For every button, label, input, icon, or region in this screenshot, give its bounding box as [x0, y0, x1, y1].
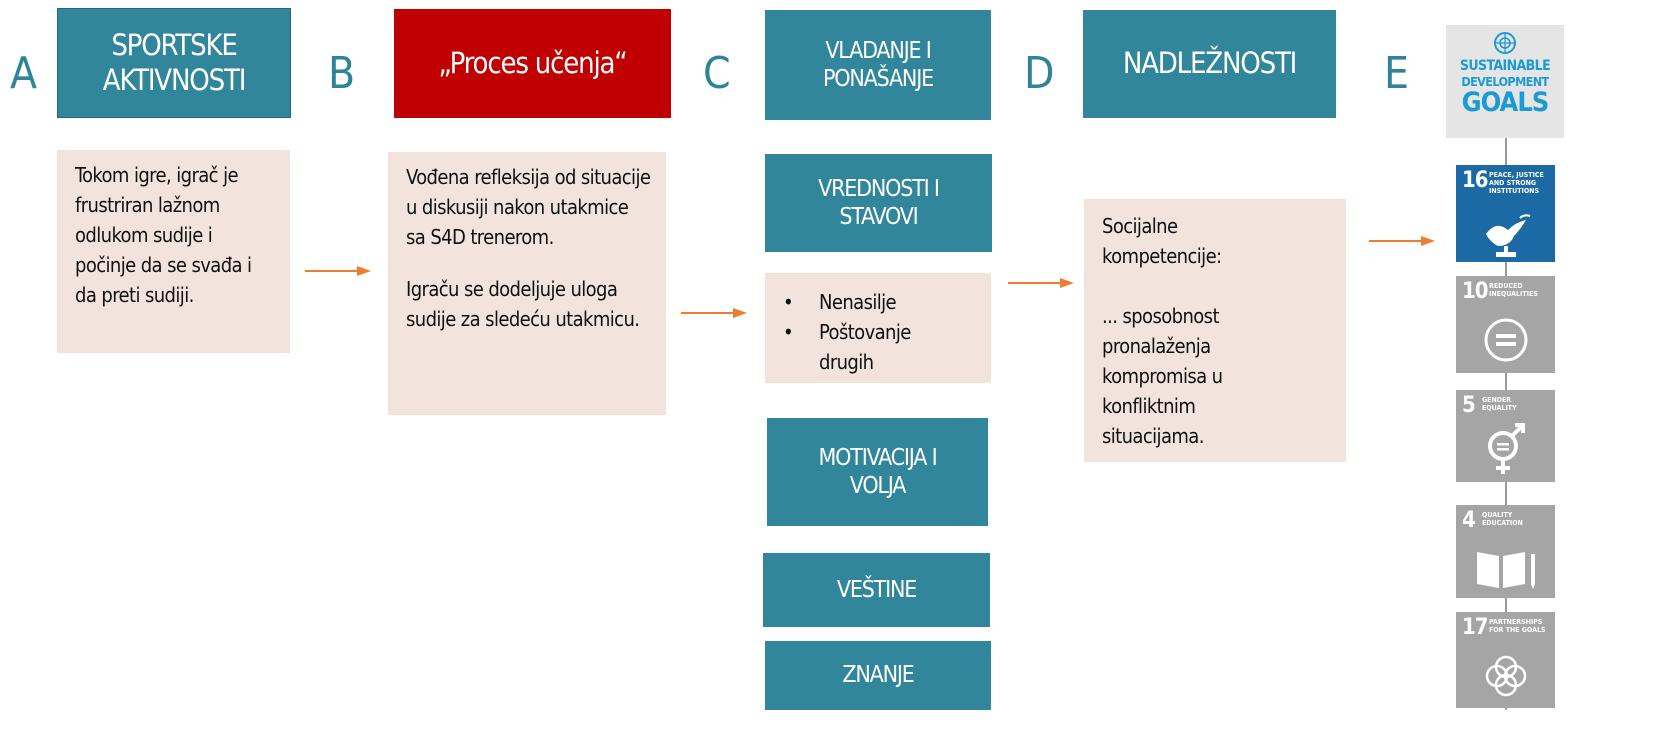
box-line: MOTIVACIJA I	[818, 444, 938, 471]
note-text: Vođena refleksija od situacije u diskusi…	[406, 165, 651, 249]
note-text: ... sposobnost pronalaženja kompromisa u…	[1102, 304, 1223, 448]
sdg-tile-16: 16 PEACE, JUSTICE AND STRONG INSTITUTION…	[1456, 165, 1555, 262]
sdg-tile-4: 4 QUALITY EDUCATION	[1456, 505, 1555, 598]
arrow-a-to-b	[305, 264, 371, 278]
sdg-tile-5: 5 GENDER EQUALITY	[1456, 390, 1555, 482]
box-znanje: ZNANJE	[765, 641, 991, 710]
sdg-tile-number: 10	[1462, 279, 1489, 304]
sdg-tile-label: PEACE, JUSTICE AND STRONG INSTITUTIONS	[1489, 171, 1544, 195]
note-values-list: • Nenasilje • Poštovanje drugih	[765, 273, 991, 383]
box-line: PONAŠANJE	[823, 66, 934, 92]
box-vestine: VEŠTINE	[763, 553, 990, 627]
column-letter-a: A	[10, 48, 37, 99]
header-proces-ucenja: „Proces učenja“	[394, 9, 671, 118]
sdg-logo: SUSTAINABLE DEVELOPMENT GOALS	[1446, 25, 1564, 138]
sdg-tile-label: REDUCED INEQUALITIES	[1489, 282, 1538, 298]
header-line: AKTIVNOSTI	[102, 63, 247, 97]
sdg-logo-line: DEVELOPMENT	[1461, 74, 1549, 89]
note-text: Tokom igre, igrač je frustriran lažnom o…	[75, 163, 252, 307]
sdg-tile-label: QUALITY EDUCATION	[1482, 511, 1523, 527]
arrow-c-to-d	[1008, 276, 1074, 290]
column-letter-d: D	[1024, 48, 1054, 99]
sdg-tile-10: 10 REDUCED INEQUALITIES	[1456, 276, 1555, 373]
partnership-rings-icon	[1456, 650, 1555, 702]
box-line: VOLJA	[849, 473, 907, 499]
box-vladanje-ponasanje: VLADANJE I PONAŠANJE	[765, 10, 991, 120]
sdg-logo-line: SUSTAINABLE	[1459, 58, 1551, 74]
bullet-text: Poštovanje drugih	[819, 320, 911, 374]
sdg-tile-number: 4	[1462, 508, 1476, 533]
header-line: „Proces učenja“	[438, 45, 627, 80]
note-competences: Socijalne kompetencije: ... sposobnost p…	[1084, 199, 1346, 462]
bullet-item: • Nenasilje	[783, 287, 981, 317]
sdg-tile-number: 17	[1462, 615, 1489, 640]
box-line: VLADANJE I	[825, 37, 932, 64]
sdg-tile-label: PARTNERSHIPS FOR THE GOALS	[1489, 618, 1546, 634]
dove-gavel-icon	[1456, 212, 1555, 258]
sdg-tile-label: GENDER EQUALITY	[1482, 396, 1517, 412]
bullet-text: Nenasilje	[819, 290, 897, 314]
gender-equality-icon	[1456, 422, 1555, 478]
box-line: VREDNOSTI I	[818, 175, 940, 202]
note-text: Socijalne kompetencije:	[1102, 214, 1222, 268]
box-line: STAVOVI	[839, 204, 918, 230]
header-sportske-aktivnosti: SPORTSKE AKTIVNOSTI	[57, 8, 291, 118]
column-letter-e: E	[1384, 48, 1409, 99]
arrow-d-to-e	[1369, 234, 1435, 248]
note-learning-process: Vođena refleksija od situacije u diskusi…	[388, 152, 666, 415]
bullet-item: • Poštovanje drugih	[783, 317, 981, 377]
equals-circle-icon	[1456, 315, 1555, 365]
arrow-b-to-c	[681, 306, 747, 320]
header-line: SPORTSKE	[111, 27, 238, 62]
box-line: VEŠTINE	[836, 576, 917, 603]
box-line: ZNANJE	[842, 662, 914, 689]
un-emblem-icon	[1494, 32, 1516, 54]
note-text: Igraču se dodeljuje uloga sudije za sled…	[406, 277, 640, 331]
header-nadleznosti: NADLEŽNOSTI	[1083, 10, 1336, 118]
box-vrednosti-stavovi: VREDNOSTI I STAVOVI	[765, 154, 992, 252]
column-letter-c: C	[703, 48, 731, 99]
box-motivacija-volja: MOTIVACIJA I VOLJA	[767, 418, 988, 526]
sdg-logo-line: GOALS	[1461, 87, 1550, 118]
column-letter-b: B	[328, 48, 355, 99]
sdg-tile-number: 5	[1462, 393, 1476, 418]
note-situation: Tokom igre, igrač je frustriran lažnom o…	[57, 150, 290, 353]
header-line: NADLEŽNOSTI	[1122, 46, 1298, 81]
book-pencil-icon	[1456, 546, 1555, 590]
sdg-tile-number: 16	[1462, 168, 1489, 193]
sdg-tile-17: 17 PARTNERSHIPS FOR THE GOALS	[1456, 612, 1555, 708]
